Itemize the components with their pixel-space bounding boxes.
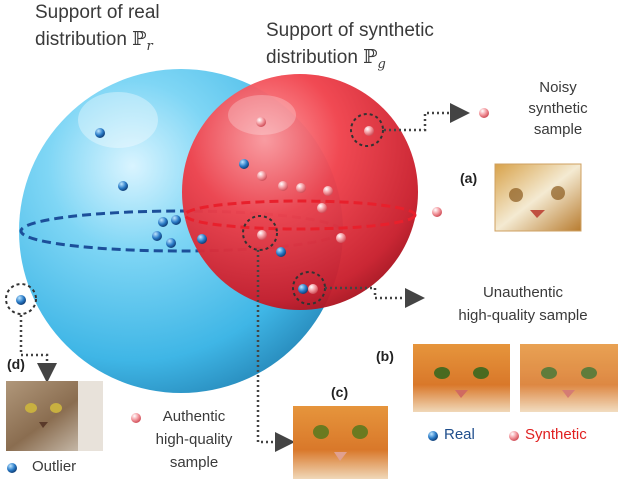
synthetic-point [323,186,333,196]
authentic-label-line3: sample [169,454,219,471]
panel-tag-d: (d) [7,356,25,372]
synthetic-point [336,233,346,243]
outlier-label: Outlier [32,458,77,475]
real-point [276,247,286,257]
real-point [158,217,168,227]
legend-outlier-dot [7,463,17,473]
panel-tag-b: (b) [376,348,394,364]
synthetic-point [364,126,374,136]
synthetic-point [256,117,266,127]
synthetic-points [131,108,489,423]
panel-tag-a: (a) [460,170,478,186]
real-support-subscript: r [146,38,153,54]
legend-synthetic-label: Synthetic [525,426,587,443]
legend-real-label: Real [444,426,475,443]
legend-dots [7,431,519,473]
authentic-label-point [131,413,141,423]
synthetic-support-label-text: distribution [266,47,358,68]
authentic-label-line1: Authentic [162,408,226,425]
real-point [171,215,181,225]
real-point [239,159,249,169]
unauthentic-label-line2: high-quality sample [458,307,588,324]
legend-synthetic-dot [509,431,519,441]
legend-real-dot [428,431,438,441]
synthetic-support-label-line2: distribution ℙg [266,46,386,73]
connector-arrows [19,103,470,452]
synthetic-point [308,284,318,294]
noisy-synthetic-cat-image [494,163,582,232]
synthetic-point [317,203,327,213]
synthetic-support-label-line1: Support of synthetic [266,20,434,41]
synthetic-support-subscript: g [377,56,386,72]
synthetic-point [432,207,442,217]
outlier-point [16,295,26,305]
noisy-label-line3: sample [533,121,583,138]
noisy-label-line1: Noisy [539,79,577,96]
synthetic-point [257,230,267,240]
real-point [166,238,176,248]
real-point [152,231,162,241]
synthetic-support-symbol: ℙ [363,46,378,68]
authentic-cat-image [293,406,388,479]
synthetic-point [257,171,267,181]
real-point [118,181,128,191]
synthetic-point [296,183,306,193]
synthetic-point [278,181,288,191]
noisy-label-point [479,108,489,118]
noisy-label-line2: synthetic [528,100,588,117]
real-points [16,128,308,305]
real-point [298,284,308,294]
unauthentic-label-line1: Unauthentic [482,284,564,301]
real-support-label-line2: distribution ℙr [35,28,153,55]
real-support-label-text: distribution [35,29,127,50]
unauthentic-cat-images [413,344,618,412]
real-support-symbol: ℙ [132,28,147,50]
authentic-label-line2: high-quality [155,431,233,448]
outlier-cat-image [6,381,103,451]
real-point [197,234,207,244]
real-support-label-line1: Support of real [35,2,160,23]
real-point [95,128,105,138]
panel-tag-c: (c) [331,384,349,400]
